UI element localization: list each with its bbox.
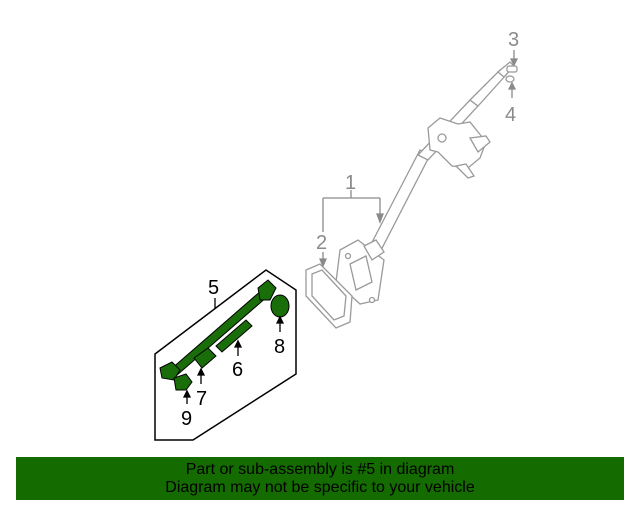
banner-line-disclaimer: Diagram may not be specific to your vehi… xyxy=(165,479,475,496)
callout-1 xyxy=(322,190,384,232)
callout-number-2: 2 xyxy=(316,232,327,254)
callout-number-6: 6 xyxy=(232,359,243,381)
parts-diagram: 1 2 3 4 5 6 xyxy=(154,29,519,441)
callout-number-5: 5 xyxy=(208,277,219,299)
callout-number-8: 8 xyxy=(274,336,285,358)
callout-number-3: 3 xyxy=(508,29,519,51)
callout-number-9: 9 xyxy=(181,408,192,430)
callout-number-1: 1 xyxy=(345,172,356,194)
info-banner: Part or sub-assembly is #5 in diagram Di… xyxy=(16,457,624,500)
banner-line-part-number: Part or sub-assembly is #5 in diagram xyxy=(185,461,455,478)
callout-number-7: 7 xyxy=(196,388,207,410)
steering-column-illustration xyxy=(305,61,518,329)
intermediate-shaft-assembly xyxy=(159,279,290,391)
callout-number-4: 4 xyxy=(505,104,516,126)
